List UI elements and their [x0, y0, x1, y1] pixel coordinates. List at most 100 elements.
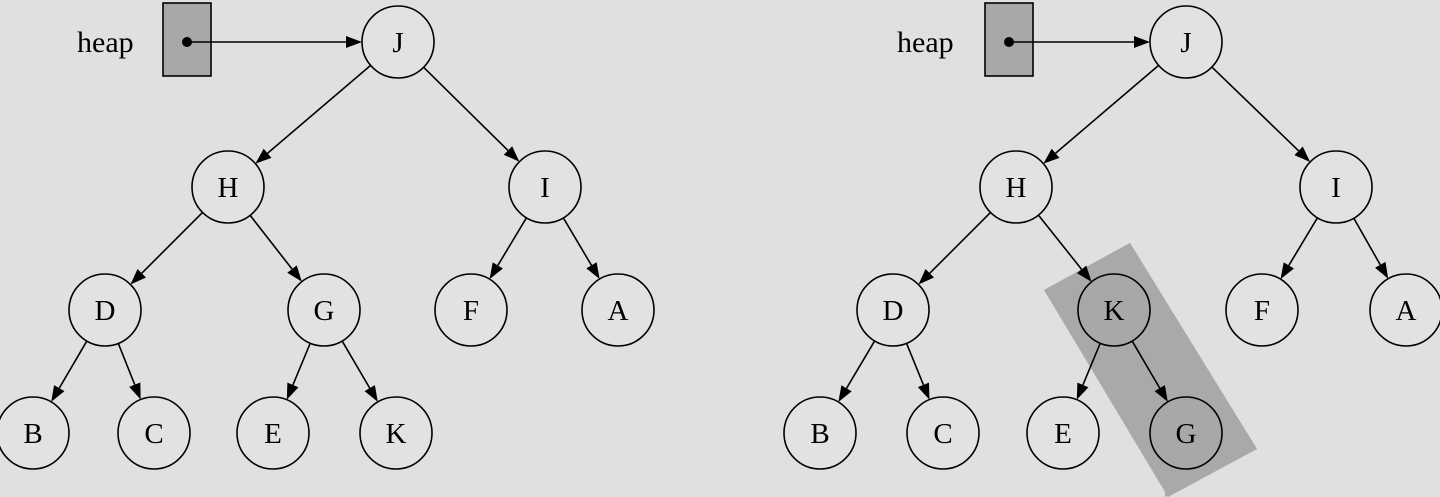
left-edge-h-g: [249, 214, 302, 282]
left-node-j: J: [361, 5, 435, 79]
arrowhead: [287, 265, 302, 282]
right-edge-d-c: [905, 343, 930, 400]
node-label: E: [1054, 418, 1072, 450]
node-circle: [1149, 5, 1223, 79]
left-node-a: A: [581, 273, 655, 347]
left-node-d: D: [68, 273, 142, 347]
node-circle: [1149, 396, 1223, 470]
node-label: G: [314, 295, 335, 327]
arrowhead: [130, 268, 147, 285]
right-edge-i-a: [1353, 217, 1389, 279]
right-edge-h-d: [918, 211, 992, 285]
left-edge-h-d: [130, 211, 204, 285]
left-node-h: H: [191, 150, 265, 224]
arrowhead: [917, 382, 930, 400]
node-label: I: [1331, 172, 1341, 204]
node-circle: [236, 396, 310, 470]
left-heap-pointer: heap: [77, 2, 362, 77]
right-heap-pointer: heap: [897, 2, 1150, 77]
right-edge-j-h: [1043, 64, 1160, 164]
node-label: H: [1006, 172, 1027, 204]
left-node-k: K: [359, 396, 433, 470]
edge-line: [1082, 342, 1101, 386]
node-circle: [979, 150, 1053, 224]
edge-line: [267, 64, 372, 154]
right-node-b: B: [783, 396, 857, 470]
arrowhead: [838, 385, 852, 403]
edge-line: [1055, 64, 1160, 154]
left-edge-g-e: [286, 342, 311, 400]
right-edge-d-b: [838, 340, 876, 403]
arrowhead: [489, 262, 503, 280]
arrowhead: [364, 385, 378, 402]
edge-line: [423, 66, 509, 152]
edge-line: [117, 343, 136, 385]
right-edge-k-g: [1131, 340, 1168, 402]
arrowhead: [918, 268, 935, 285]
node-circle: [1299, 150, 1373, 224]
node-circle: [191, 150, 265, 224]
edges-layer: [51, 64, 1389, 403]
edge-line: [1037, 214, 1083, 270]
arrowhead: [1375, 261, 1389, 279]
arrowhead: [1134, 36, 1150, 48]
left-node-f: F: [434, 273, 508, 347]
right-node-c: C: [906, 396, 980, 470]
arrowhead: [346, 36, 362, 48]
node-circle: [0, 396, 70, 470]
right-node-k: K: [1077, 273, 1151, 347]
node-label: H: [218, 172, 239, 204]
edge-line: [292, 342, 311, 386]
node-circle: [906, 396, 980, 470]
node-label: E: [264, 418, 282, 450]
right-node-a: A: [1369, 273, 1440, 347]
arrowhead: [586, 262, 600, 280]
node-circle: [856, 273, 930, 347]
right-node-h: H: [979, 150, 1053, 224]
edge-line: [249, 214, 293, 270]
right-edge-i-f: [1280, 217, 1319, 280]
edge-line: [1131, 340, 1161, 389]
left-edge-i-f: [489, 217, 528, 280]
edge-line: [1211, 66, 1300, 152]
node-label: D: [883, 295, 904, 327]
left-edge-d-b: [51, 340, 88, 402]
node-circle: [1077, 273, 1151, 347]
node-circle: [1225, 273, 1299, 347]
node-circle: [434, 273, 508, 347]
node-label: A: [1396, 295, 1417, 327]
node-label: J: [1180, 27, 1191, 59]
heap-label: heap: [77, 26, 134, 59]
node-label: C: [933, 418, 952, 450]
left-node-b: B: [0, 396, 70, 470]
left-heap-arrow: [187, 36, 362, 48]
arrowhead: [1280, 262, 1294, 280]
left-edge-j-h: [255, 64, 372, 164]
node-label: D: [95, 295, 116, 327]
edge-line: [341, 340, 371, 389]
edge-line: [141, 211, 204, 274]
right-node-f: F: [1225, 273, 1299, 347]
right-edge-j-i: [1211, 66, 1311, 162]
arrowhead: [1076, 265, 1092, 282]
node-circle: [361, 5, 435, 79]
arrowhead: [255, 148, 272, 164]
right-edge-k-e: [1076, 342, 1101, 400]
left-node-e: E: [236, 396, 310, 470]
edge-line: [497, 217, 528, 266]
node-circle: [359, 396, 433, 470]
edge-line: [562, 217, 593, 266]
edge-line: [1288, 217, 1319, 266]
arrowhead: [503, 146, 520, 162]
arrowhead: [1294, 146, 1311, 162]
node-circle: [508, 150, 582, 224]
node-circle: [68, 273, 142, 347]
edge-line: [929, 211, 992, 274]
node-label: I: [540, 172, 550, 204]
edge-line: [845, 340, 876, 389]
node-label: F: [463, 295, 479, 327]
node-label: K: [386, 418, 407, 450]
